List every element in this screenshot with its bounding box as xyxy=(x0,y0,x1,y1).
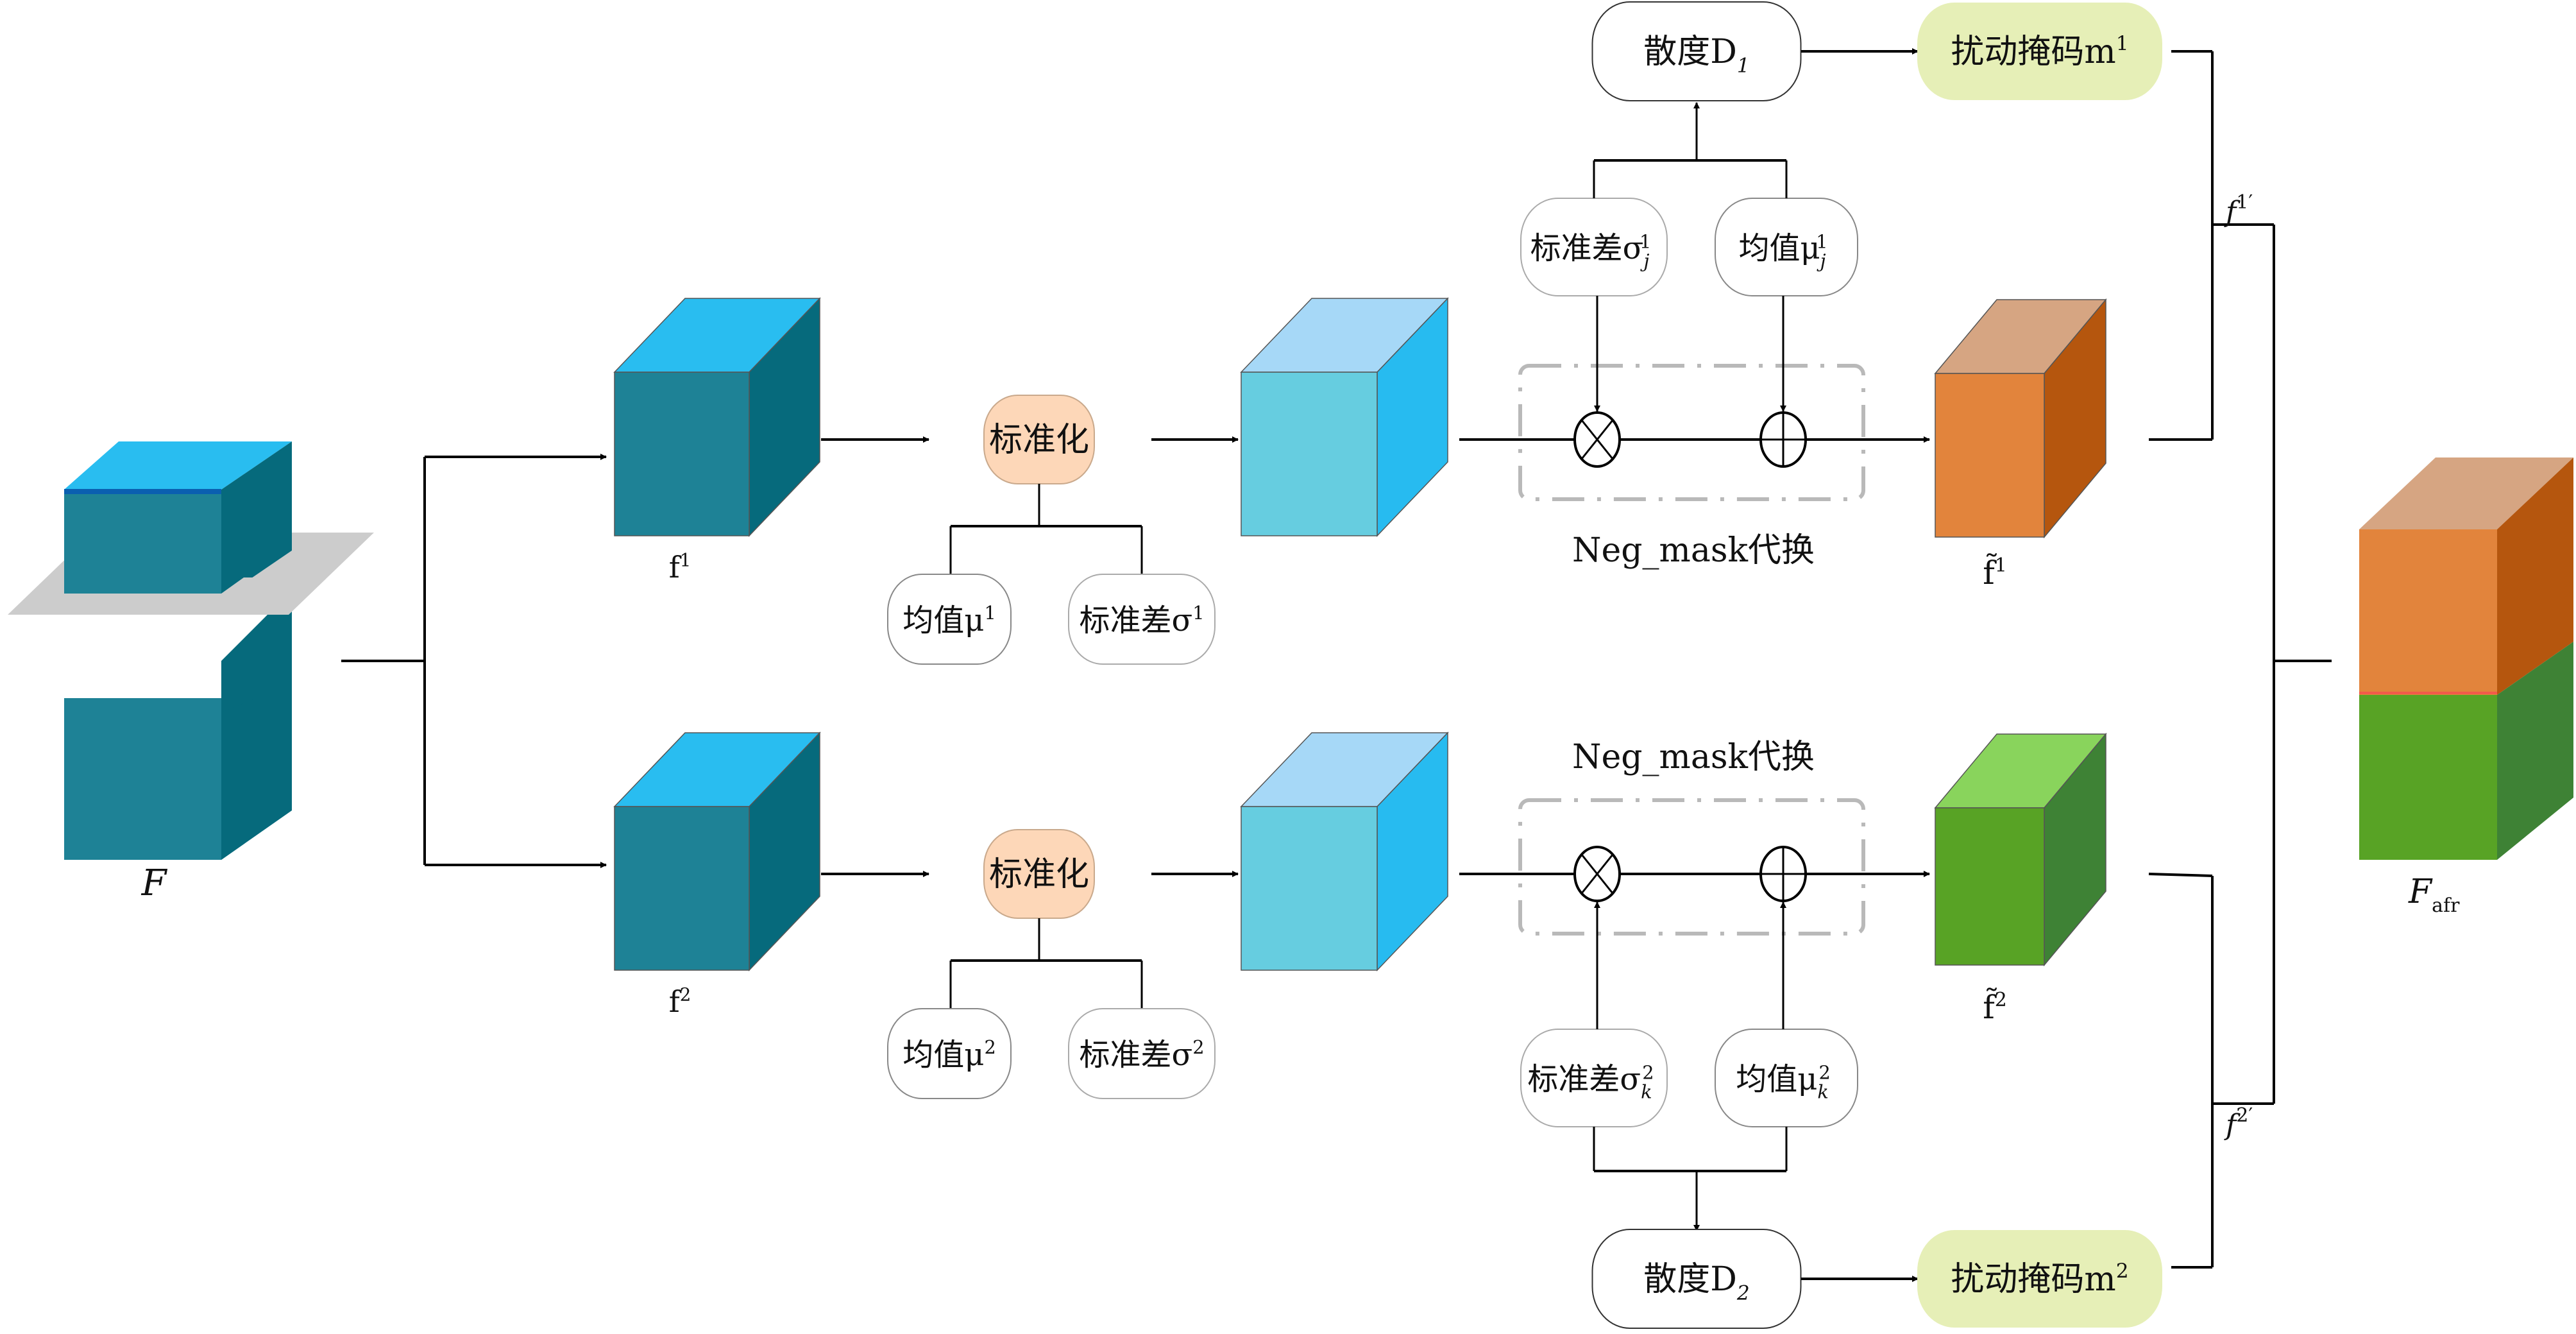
F-bottom-front-over xyxy=(64,712,221,860)
slice-plane-front xyxy=(38,577,289,615)
local-std-1-label: 标准差σj1 xyxy=(1530,230,1652,271)
feature-f1-cube xyxy=(613,297,821,537)
F-afr-front-lower xyxy=(2359,695,2497,860)
divergence-1-box xyxy=(1591,1,1802,101)
normalized-f2-cube-front xyxy=(1241,806,1378,971)
output-feature-F-afr: Fafr xyxy=(2359,457,2573,917)
local-mean-2-label: 均值μk2 xyxy=(1736,1061,1831,1102)
normalized-f1-cube-front xyxy=(1241,372,1378,536)
F-afr-front-upper xyxy=(2359,529,2497,695)
F-afr-side-upper xyxy=(2497,457,2573,695)
mask-1-box xyxy=(1917,3,2162,100)
mask-2-label: 扰动掩码m2 xyxy=(1951,1260,2128,1299)
std-1-box xyxy=(1068,574,1216,665)
add-op-1 xyxy=(1759,411,1807,468)
multiply-op-1 xyxy=(1573,411,1621,468)
mean-1-label: 均值μ1 xyxy=(902,602,996,638)
feature-f1-cube-front xyxy=(614,372,750,536)
neg-mask-region-1 xyxy=(1518,364,1865,501)
F-label: F xyxy=(141,862,168,904)
output-f2-label: f̃2 xyxy=(1983,987,2007,1026)
mask-2-box xyxy=(1917,1230,2162,1328)
local-mean-1-label: 均值μj1 xyxy=(1738,230,1827,271)
feature-f2-cube xyxy=(613,731,821,971)
normalize-2: 标准化 xyxy=(983,829,1095,919)
normalize-2-label: 标准化 xyxy=(989,855,1089,894)
F-afr-label: Fafr xyxy=(2408,873,2460,917)
split-connector xyxy=(341,454,607,868)
neg-mask-label-2: Neg_mask代换 xyxy=(1572,738,1815,776)
F-top-top xyxy=(64,441,292,490)
input-feature-F: F xyxy=(8,441,374,904)
normalize-1-label: 标准化 xyxy=(989,421,1089,459)
neg-mask-label-1: Neg_mask代换 xyxy=(1572,531,1815,570)
mask-1-label: 扰动掩码m1 xyxy=(1951,32,2128,71)
output-f2-cube xyxy=(1934,732,2107,967)
output-f1-cube-front xyxy=(1935,373,2045,538)
std-2-label: 标准差σ2 xyxy=(1079,1036,1204,1073)
multiply-op-2 xyxy=(1573,846,1621,902)
normalize-1: 标准化 xyxy=(983,395,1095,484)
F-afr-top xyxy=(2359,457,2573,529)
mean-1-box xyxy=(887,574,1012,665)
add-op-2 xyxy=(1759,846,1807,902)
F-afr-side-lower xyxy=(2497,642,2573,860)
f1-prime-label: f1′ xyxy=(2224,191,2253,228)
std-1-label: 标准差σ1 xyxy=(1079,602,1204,638)
F-top-front xyxy=(64,490,221,599)
mean-2-box xyxy=(887,1008,1012,1099)
feature-f2-label: f2 xyxy=(669,984,691,1019)
F-bottom-side-over xyxy=(221,661,292,860)
neg-mask-region-2 xyxy=(1518,798,1865,936)
normalized-f1-cube xyxy=(1240,297,1449,537)
F-top-side xyxy=(221,441,292,599)
output-f1-cube xyxy=(1934,298,2107,539)
merge-connector xyxy=(2148,50,2332,1269)
feature-f1-label: f1 xyxy=(669,550,691,585)
f2-prime-label: f2′ xyxy=(2224,1104,2253,1142)
local-std-2-label: 标准差σk2 xyxy=(1527,1061,1654,1102)
divergence-1-label: 散度D1 xyxy=(1643,33,1750,78)
output-f1-label: f̃1 xyxy=(1983,552,2007,592)
mean-2-label: 均值μ2 xyxy=(902,1036,996,1073)
divergence-2-box xyxy=(1591,1229,1802,1329)
normalized-f2-cube xyxy=(1240,731,1449,971)
divergence-2-label: 散度D2 xyxy=(1643,1260,1750,1305)
feature-f2-cube-front xyxy=(614,806,750,971)
output-f2-cube-front xyxy=(1935,807,2045,966)
std-2-box xyxy=(1068,1008,1216,1099)
